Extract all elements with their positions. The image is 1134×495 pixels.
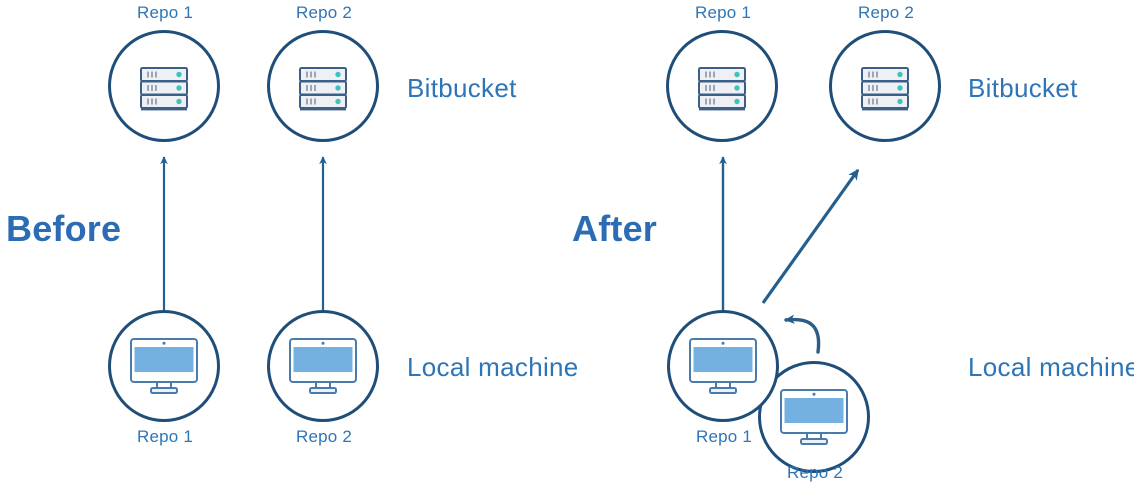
server-icon (854, 55, 916, 117)
row-label-local-machine-before: Local machine (407, 352, 579, 382)
node-after-remote-repo-2[interactable] (829, 30, 941, 142)
monitor-icon (127, 333, 201, 399)
section-label-after: After (572, 208, 658, 249)
node-after-remote-repo-1[interactable] (666, 30, 778, 142)
server-icon (292, 55, 354, 117)
arrow-after-repo-2-diagonal (761, 168, 860, 304)
node-after-local-repo-2[interactable] (758, 361, 870, 473)
node-before-remote-repo-1[interactable] (108, 30, 220, 142)
row-label-bitbucket-before: Bitbucket (407, 73, 517, 103)
label-after-local-repo-1: Repo 1 (695, 427, 753, 446)
server-icon (133, 55, 195, 117)
label-after-remote-repo-2: Repo 2 (857, 3, 915, 22)
label-after-remote-repo-1: Repo 1 (694, 3, 752, 22)
label-before-local-repo-1: Repo 1 (136, 427, 194, 446)
node-after-local-repo-1[interactable] (667, 310, 779, 422)
label-after-local-repo-2: Repo 2 (786, 463, 844, 482)
label-before-remote-repo-1: Repo 1 (136, 3, 194, 22)
label-before-local-repo-2: Repo 2 (295, 427, 353, 446)
server-icon (691, 55, 753, 117)
row-label-bitbucket-after: Bitbucket (968, 73, 1078, 103)
label-before-remote-repo-2: Repo 2 (295, 3, 353, 22)
node-before-local-repo-2[interactable] (267, 310, 379, 422)
monitor-icon (777, 384, 851, 450)
monitor-icon (686, 333, 760, 399)
arrow-after-nested-curve (784, 314, 821, 354)
section-label-before: Before (6, 208, 122, 249)
row-label-local-machine-after: Local machine (968, 352, 1134, 382)
monitor-icon (286, 333, 360, 399)
node-before-remote-repo-2[interactable] (267, 30, 379, 142)
node-before-local-repo-1[interactable] (108, 310, 220, 422)
